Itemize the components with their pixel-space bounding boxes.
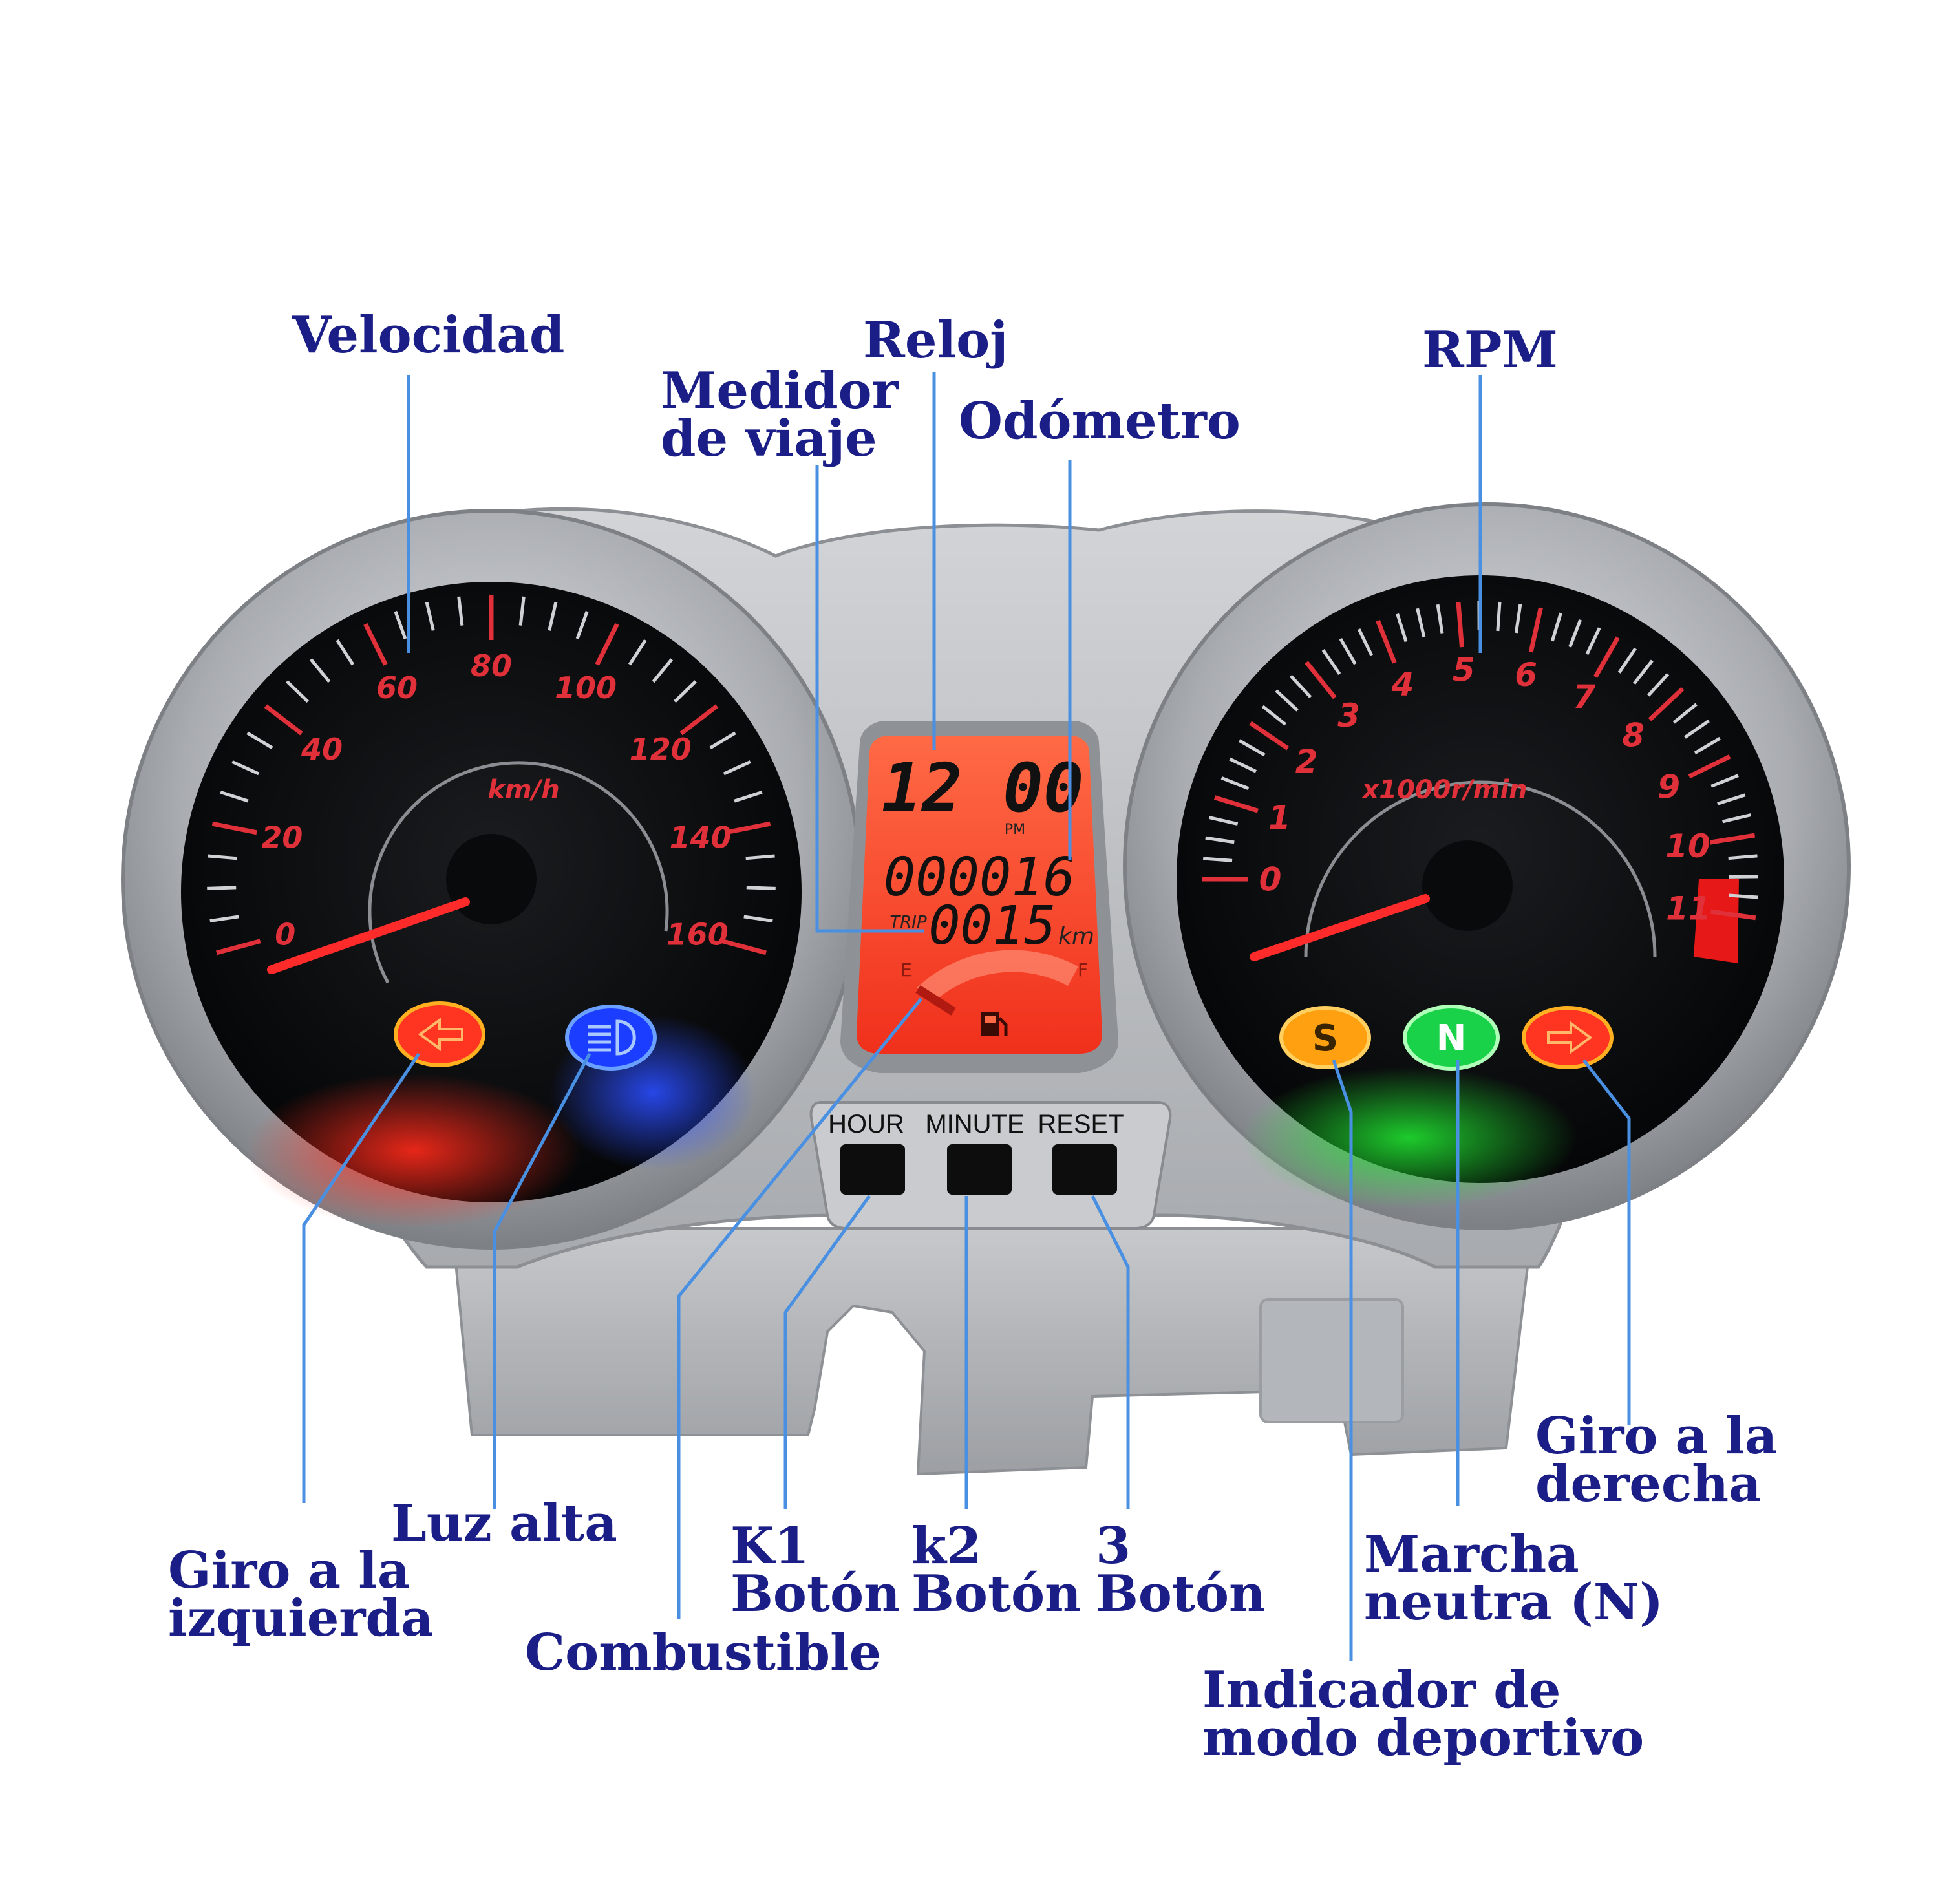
lcd-fuel-empty: E	[900, 959, 912, 981]
label-odometro: Odómetro	[959, 398, 1241, 445]
speedometer-red-glow	[246, 1073, 582, 1228]
hour-button[interactable]	[840, 1144, 905, 1195]
neutral-letter: N	[1436, 1018, 1467, 1060]
speedometer-tick-label: 0	[275, 917, 295, 952]
hour-label: HOUR	[828, 1110, 904, 1138]
high-beam-indicator	[567, 1007, 655, 1069]
tachometer-tick-label: 3	[1337, 697, 1360, 734]
tachometer-tick-label: 8	[1622, 717, 1645, 754]
label-velocidad: Velocidad	[292, 312, 564, 359]
speedometer-tick-label: 60	[376, 670, 418, 705]
tachometer-tick-label: 10	[1665, 827, 1710, 865]
sport-mode-letter: S	[1312, 1018, 1338, 1060]
label-luz-alta: Luz alta	[391, 1500, 617, 1548]
label-reloj: Reloj	[863, 317, 1008, 365]
speedometer-hub	[446, 834, 537, 924]
lcd-trip-unit: km	[1058, 923, 1094, 950]
lcd-trip: 0015	[928, 895, 1056, 957]
reset-label: RESET	[1038, 1110, 1124, 1138]
speedometer-tick-label: 100	[555, 670, 617, 705]
lcd-clock: 12 00	[881, 749, 1083, 827]
lcd-pm: PM	[1005, 822, 1025, 838]
tachometer-unit: x1000r/min	[1361, 775, 1527, 805]
tachometer-tick-label: 9	[1657, 768, 1680, 805]
tachometer-green-glow	[1241, 1067, 1577, 1209]
reset-button[interactable]	[1052, 1144, 1117, 1195]
tachometer-tick-label: 2	[1295, 743, 1318, 780]
tachometer-tick-label: 0	[1259, 861, 1282, 899]
speedometer-unit: km/h	[487, 775, 559, 805]
tachometer-tick-label: 5	[1453, 652, 1475, 689]
turn-left-indicator	[396, 1003, 484, 1065]
tachometer-tick-label: 7	[1573, 678, 1595, 716]
minute-label: MINUTE	[925, 1110, 1024, 1138]
minute-button[interactable]	[947, 1144, 1012, 1195]
speedometer-tick-label: 40	[301, 732, 343, 767]
tachometer-hub	[1422, 840, 1513, 931]
speedometer-tick-label: 140	[670, 820, 732, 855]
tachometer-tick-label: 1	[1268, 799, 1291, 837]
speedometer-tick-label: 80	[471, 648, 512, 683]
tachometer-tick-label: 11	[1666, 890, 1711, 928]
tachometer-minor-tick	[1729, 895, 1758, 897]
turn-right-indicator	[1524, 1008, 1612, 1067]
tachometer-tick-label: 4	[1391, 665, 1414, 703]
tachometer-tick-label: 6	[1515, 656, 1537, 693]
label-plate	[1261, 1299, 1403, 1422]
speedometer-tick-label: 120	[630, 732, 692, 767]
speedometer-tick-label: 20	[261, 820, 303, 855]
label-rpm: RPM	[1422, 326, 1558, 374]
speedometer-tick-label: 160	[666, 917, 729, 952]
tachometer-minor-tick	[1498, 602, 1500, 631]
tachometer-minor-tick	[1203, 858, 1232, 860]
lcd-fuel-full: F	[1078, 959, 1088, 981]
label-combustible: Combustible	[525, 1629, 881, 1677]
